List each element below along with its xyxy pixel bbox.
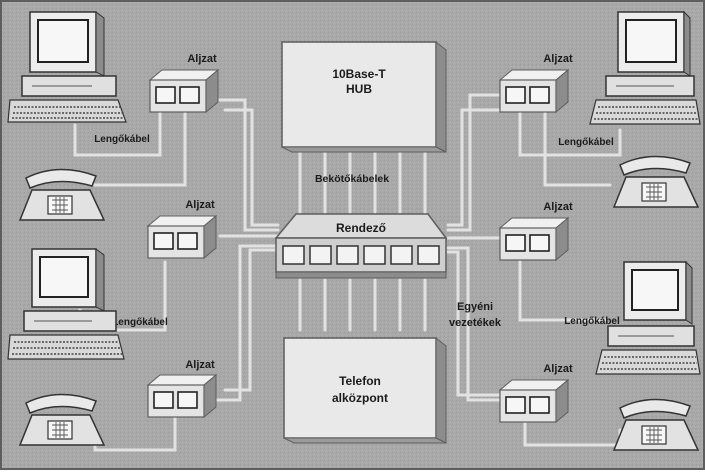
wall-outlet-right-bottom <box>498 378 570 424</box>
outlet-label: Aljzat <box>543 363 573 375</box>
telephone-icon <box>612 398 700 451</box>
wall-outlet-left-top <box>148 68 220 114</box>
individual-wires-label-line2: vezetékek <box>449 317 502 329</box>
pbx-label-line1: Telefon <box>339 374 381 388</box>
cables <box>73 93 622 452</box>
outlet-label: Aljzat <box>187 53 217 65</box>
outlet-label: Aljzat <box>185 199 215 211</box>
outlet-label: Aljzat <box>543 53 573 65</box>
wall-outlet-right-top <box>498 68 570 114</box>
wires-left <box>213 98 280 402</box>
patch-panel-ports <box>282 245 440 265</box>
computer-icon <box>595 260 701 375</box>
patch-panel-port <box>417 245 440 265</box>
wall-outlets <box>146 68 570 424</box>
patch-panel-port <box>336 245 359 265</box>
telephones <box>18 155 700 451</box>
computers <box>7 10 701 375</box>
hub-device: 10Base-T HUB <box>280 40 447 153</box>
telephone-icon <box>612 155 700 208</box>
individual-wires-label-line1: Egyéni <box>457 301 493 313</box>
outlet-label: Aljzat <box>543 201 573 213</box>
patch-panel-port <box>390 245 413 265</box>
drop-cable-label: Lengőkábel <box>112 317 168 328</box>
hub-label-line2: HUB <box>346 82 372 96</box>
pbx-label-line2: alközpont <box>332 391 388 405</box>
wires-right <box>446 93 507 402</box>
pbx-device: Telefon alközpont <box>282 336 447 444</box>
computer-icon <box>589 10 701 125</box>
telephone-icon <box>18 393 106 446</box>
wall-outlet-right-middle <box>498 216 570 262</box>
patch-cables-upper <box>298 146 427 214</box>
patch-panel-port <box>363 245 386 265</box>
computer-icon <box>7 11 127 123</box>
patch-panel-port <box>309 245 332 265</box>
patch-cables-label: Bekötőkábelek <box>315 173 389 185</box>
drop-cable-label: Lengőkábel <box>564 316 620 327</box>
patch-cables-lower <box>298 278 427 332</box>
computer-icon <box>7 248 125 360</box>
drop-cable-label: Lengőkábel <box>558 137 614 148</box>
patch-panel: Rendező <box>274 213 448 279</box>
hub-label-line1: 10Base-T <box>332 67 386 81</box>
outlet-label: Aljzat <box>185 359 215 371</box>
telephone-icon <box>18 168 106 221</box>
wall-outlet-left-middle <box>146 214 218 260</box>
drop-cable-label: Lengőkábel <box>94 134 150 145</box>
patch-panel-port <box>282 245 305 265</box>
drop-cables-right <box>518 108 622 447</box>
patch-panel-label: Rendező <box>336 221 386 235</box>
wall-outlet-left-bottom <box>146 373 218 419</box>
